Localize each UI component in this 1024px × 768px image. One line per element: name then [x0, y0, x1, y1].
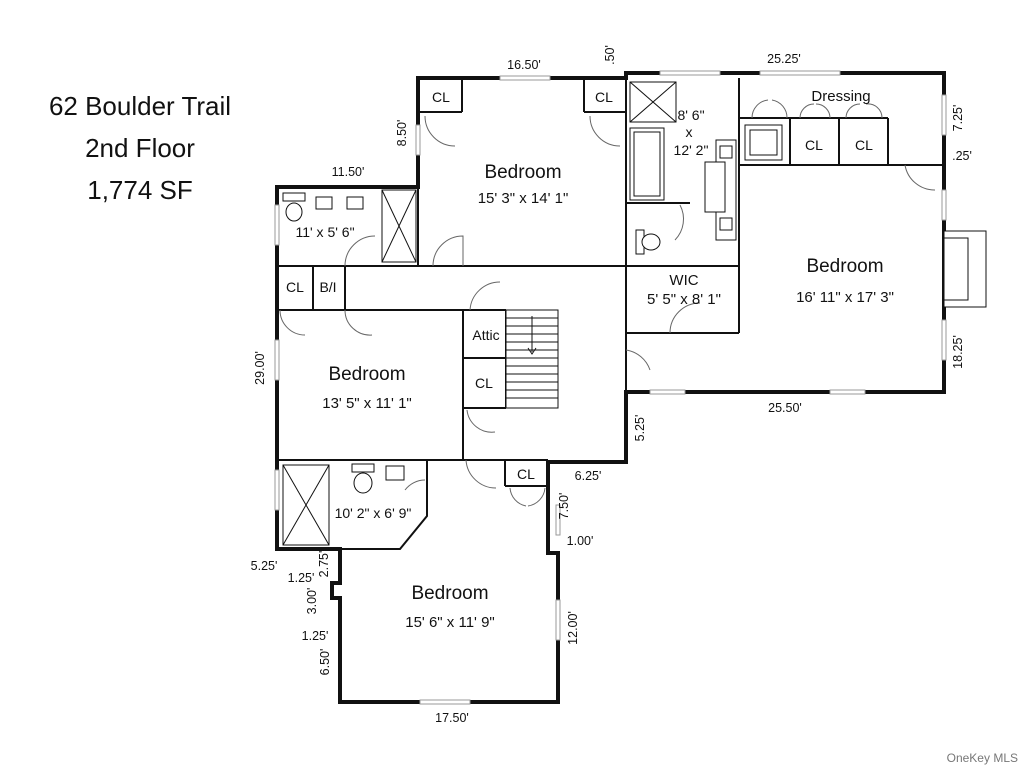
closet-label: CL	[286, 279, 304, 295]
closet-label: CL	[432, 89, 450, 105]
bath-top-size: 11' x 5' 6"	[295, 224, 354, 240]
bedroom-bottom-name: Bedroom	[411, 583, 488, 604]
dimension-label: 3.00'	[305, 588, 319, 615]
top-bath-fixtures	[282, 189, 417, 263]
master-bath-fixtures	[629, 81, 783, 255]
dimension-label: .50'	[603, 45, 617, 65]
dimension-label: 17.50'	[435, 711, 469, 725]
dimension-label: 6.25'	[575, 469, 602, 483]
title-address: 62 Boulder Trail	[49, 91, 231, 121]
dressing-name: Dressing	[811, 88, 870, 105]
closet-label: CL	[855, 137, 873, 153]
dimension-label: 1.25'	[288, 571, 315, 585]
bedroom-top-name: Bedroom	[484, 162, 561, 183]
bedroom-right-name: Bedroom	[806, 256, 883, 277]
bath-master-size-2: 12' 2"	[674, 142, 709, 158]
bedroom-bottom-size: 15' 6" x 11' 9"	[405, 614, 495, 631]
dimension-label: 5.25'	[633, 415, 647, 442]
dimension-label: 29.00'	[253, 351, 267, 385]
closet-label: CL	[517, 466, 535, 482]
dimension-label: 2.75'	[317, 551, 331, 578]
builtin-label: B/I	[319, 279, 336, 295]
closet-label: CL	[805, 137, 823, 153]
title-area: 1,774 SF	[87, 175, 193, 205]
bottom-bath-fixtures	[282, 463, 405, 546]
title-floor: 2nd Floor	[85, 133, 195, 163]
dimension-label: 5.25'	[251, 559, 278, 573]
dimension-label: 1.25'	[302, 629, 329, 643]
dimension-label: 18.25'	[951, 335, 965, 369]
closet-label: CL	[475, 375, 493, 391]
bedroom-mid-size: 13' 5" x 11' 1"	[322, 395, 412, 412]
dimension-label: 7.50'	[557, 493, 571, 520]
dimension-label: 6.50'	[318, 649, 332, 676]
watermark: OneKey MLS	[947, 751, 1018, 765]
bedroom-top-size: 15' 3" x 14' 1"	[478, 190, 569, 207]
doors	[279, 99, 936, 507]
dimension-label: 25.50'	[768, 401, 802, 415]
windows	[274, 70, 947, 705]
staircase	[505, 309, 559, 409]
dimension-label: 7.25'	[951, 105, 965, 132]
bedroom-right-size: 16' 11" x 17' 3"	[796, 289, 894, 306]
bedroom-mid-name: Bedroom	[328, 364, 405, 385]
bath-master-size-x: x	[686, 124, 693, 140]
closet-label: CL	[595, 89, 613, 105]
fireplace-icon	[943, 230, 987, 308]
dimension-label: .25'	[952, 149, 972, 163]
dimension-label: 11.50'	[332, 165, 365, 179]
dimension-label: 25.25'	[767, 52, 801, 66]
bath-bottom-size: 10' 2" x 6' 9"	[335, 505, 412, 521]
interior-walls	[276, 78, 944, 550]
dimension-label: 16.50'	[507, 58, 541, 72]
dimension-label: 1.00'	[567, 534, 594, 548]
bath-master-size-1: 8' 6"	[677, 107, 704, 123]
exterior-walls	[275, 71, 946, 704]
wic-name: WIC	[669, 272, 698, 289]
dimension-label: 12.00'	[566, 611, 580, 645]
wic-size: 5' 5" x 8' 1"	[647, 291, 721, 308]
dimension-label: 8.50'	[395, 120, 409, 147]
attic-label: Attic	[472, 327, 499, 343]
